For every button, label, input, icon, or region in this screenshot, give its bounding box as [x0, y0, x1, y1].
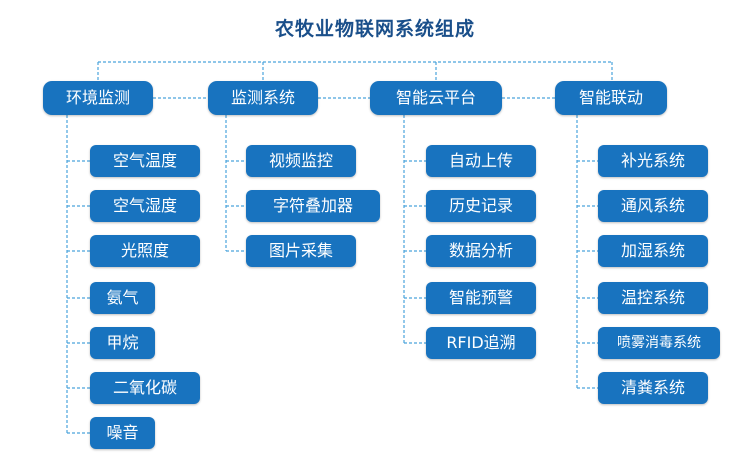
item-temperature-control: 温控系统	[598, 282, 708, 314]
item-rfid-traceability: RFID追溯	[426, 327, 536, 359]
item-auto-upload: 自动上传	[426, 145, 536, 177]
category-smart-linkage: 智能联动	[555, 81, 667, 115]
item-spray-disinfection: 喷雾消毒系统	[598, 327, 720, 359]
item-ventilation: 通风系统	[598, 190, 708, 222]
item-methane: 甲烷	[90, 327, 155, 359]
item-history-records: 历史记录	[426, 190, 536, 222]
item-illuminance: 光照度	[90, 235, 200, 267]
item-supplementary-lighting: 补光系统	[598, 145, 708, 177]
item-air-temperature: 空气温度	[90, 145, 200, 177]
category-smart-cloud-platform: 智能云平台	[370, 81, 502, 115]
item-video-surveillance: 视频监控	[246, 145, 356, 177]
category-monitoring-system: 监测系统	[208, 81, 318, 115]
item-noise: 噪音	[90, 417, 155, 449]
item-image-capture: 图片采集	[246, 235, 356, 267]
diagram-title: 农牧业物联网系统组成	[274, 18, 475, 40]
item-data-analysis: 数据分析	[426, 235, 536, 267]
item-humidification: 加湿系统	[598, 235, 708, 267]
item-manure-cleaning: 清粪系统	[598, 372, 708, 404]
category-environment-monitoring: 环境监测	[43, 81, 153, 115]
item-carbon-dioxide: 二氧化碳	[90, 372, 200, 404]
item-smart-alert: 智能预警	[426, 282, 536, 314]
item-character-overlay: 字符叠加器	[246, 190, 380, 222]
item-air-humidity: 空气湿度	[90, 190, 200, 222]
item-ammonia: 氨气	[90, 282, 155, 314]
